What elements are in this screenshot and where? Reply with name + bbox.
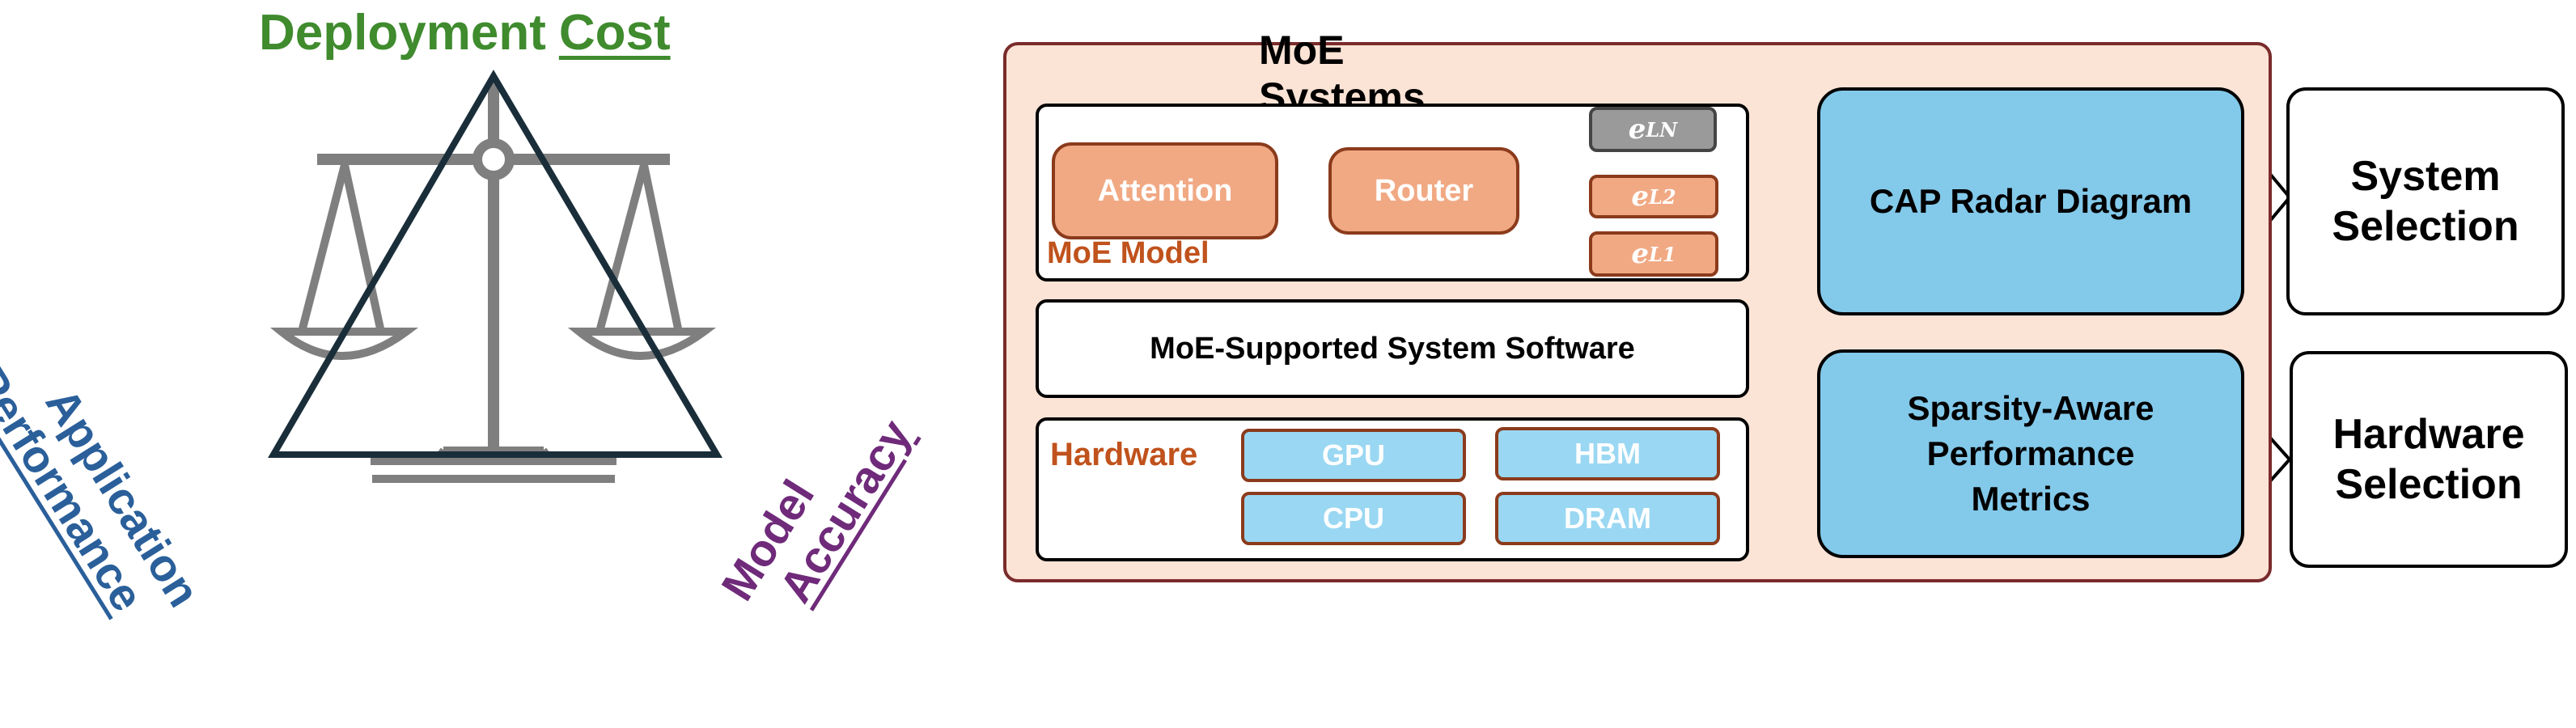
hardware-cpu: CPU — [1241, 492, 1466, 545]
moe-model-label: MoE Model — [1047, 236, 1210, 270]
router-block: Router — [1328, 147, 1519, 235]
panel-title: MoE Systems — [1259, 28, 1426, 120]
hardware-selection-box: Hardware Selection — [2290, 351, 2568, 568]
cap-radar-diagram-box: CAP Radar Diagram — [1817, 87, 2244, 315]
hardware-dram: DRAM — [1495, 492, 1720, 545]
system-software-box: MoE-Supported System Software — [1036, 299, 1749, 398]
cap-triangle — [268, 70, 723, 458]
hardware-hbm: HBM — [1495, 427, 1720, 480]
attention-block: Attention — [1052, 142, 1278, 239]
hardware-label: Hardware — [1050, 437, 1198, 472]
sparsity-aware-metrics-box: Sparsity-Aware Performance Metrics — [1817, 349, 2244, 558]
hardware-gpu: GPU — [1241, 429, 1466, 482]
system-selection-box: System Selection — [2286, 87, 2565, 315]
balance-scale-icon — [269, 81, 717, 483]
